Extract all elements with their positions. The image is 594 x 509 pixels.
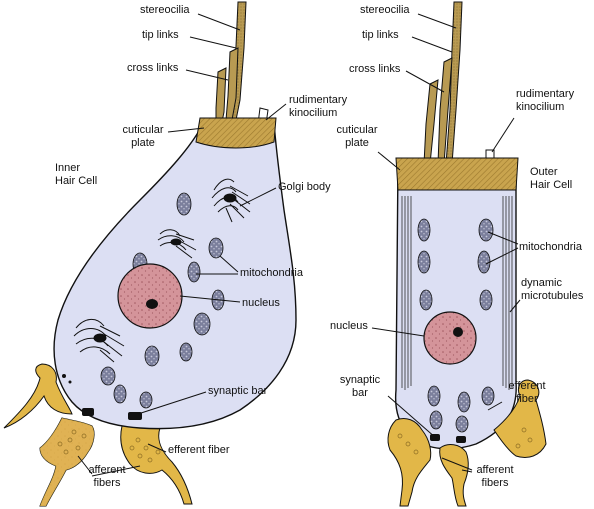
inner-fiber-texture [57, 429, 161, 463]
inner-cell-title: Inner Hair Cell [55, 162, 98, 187]
outer-cuticular-plate [395, 157, 519, 191]
outer-label-afferent-fibers: afferent fibers [476, 464, 514, 489]
inner-label-nucleus: nucleus [242, 297, 280, 309]
outer-dynamic-microtubules [401, 196, 513, 390]
outer-label-cuticular-plate: cuticular plate [336, 124, 378, 149]
inner-nucleus [117, 263, 183, 329]
outer-efferent-fiber [493, 379, 547, 458]
inner-mitochondria [100, 192, 225, 409]
outer-label-stereocilia: stereocilia [360, 4, 410, 16]
outer-nucleus [423, 311, 477, 365]
inner-label-mitochondria: mitochondria [240, 267, 303, 279]
outer-label-cross-links: cross links [349, 63, 401, 75]
inner-label-efferent-fiber: efferent fiber [168, 444, 230, 456]
inner-label-stereocilia: stereocilia [140, 4, 190, 16]
inner-golgi-body-2 [157, 229, 197, 259]
inner-cuticular-plate [195, 117, 277, 149]
outer-label-rudimentary-kinocilium: rudimentary kinocilium [516, 88, 575, 113]
outer-label-dynamic-microtubules: dynamic microtubules [521, 277, 584, 302]
outer-afferent-fiber-right [439, 444, 469, 507]
outer-label-nucleus: nucleus [330, 320, 368, 332]
outer-mitochondria [417, 218, 495, 433]
outer-label-efferent-fiber: efferent fiber [508, 380, 546, 405]
inner-label-cuticular-plate: cuticular plate [122, 124, 164, 149]
outer-label-mitochondria: mitochondria [519, 241, 582, 253]
inner-golgi-body-3 [73, 319, 125, 363]
inner-stereocilia [215, 1, 269, 125]
inner-label-afferent-fibers: afferent fibers [88, 464, 126, 489]
outer-cell-title: Outer Hair Cell [530, 166, 573, 191]
outer-cell-body [394, 161, 517, 450]
inner-label-golgi-body: Golgi body [278, 181, 331, 193]
outer-stereocilia [423, 1, 495, 165]
inner-afferent-fiber-left-fill [40, 418, 95, 506]
outer-fiber-texture [397, 427, 533, 455]
inner-label-rudimentary-kinocilium: rudimentary kinocilium [289, 94, 348, 119]
outer-label-tip-links: tip links [362, 29, 399, 41]
leader-lines [77, 13, 521, 477]
outer-label-synaptic-bar: synaptic bar [339, 374, 381, 399]
inner-efferent-fiber-left [3, 363, 73, 429]
inner-label-synaptic-bar: synaptic bar [208, 385, 268, 397]
outer-afferent-fiber-left [387, 417, 432, 507]
inner-label-cross-links: cross links [127, 62, 179, 74]
inner-label-tip-links: tip links [142, 29, 179, 41]
